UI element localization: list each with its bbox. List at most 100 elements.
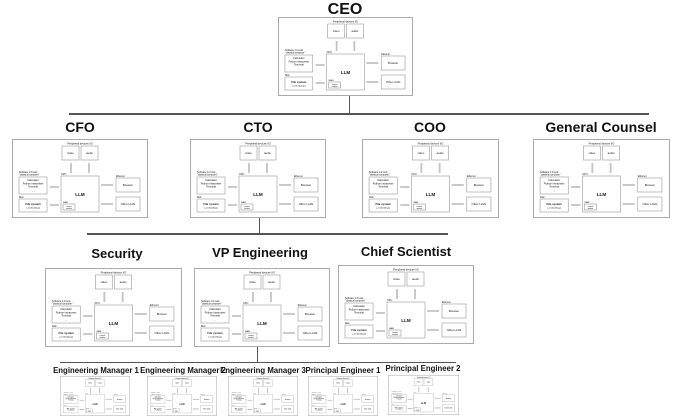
disk-label: Disk xyxy=(19,197,24,199)
calculator-label: Calculator xyxy=(293,56,305,60)
ram-box xyxy=(86,408,93,413)
file-system-label: File system xyxy=(351,328,367,332)
ram-box xyxy=(334,408,341,413)
file-system-box xyxy=(18,198,48,213)
embeddings-label: (+embeddings) xyxy=(547,208,561,210)
tools-box xyxy=(196,176,226,195)
tools-box xyxy=(368,176,398,195)
software-tools-label: Software 1.0 tools xyxy=(197,171,216,174)
browser-label: Browser xyxy=(446,398,452,400)
llm-label: LLM xyxy=(109,321,119,326)
embeddings-label: (+embeddings) xyxy=(292,85,306,87)
audio-box xyxy=(423,378,434,386)
terminal-label: Terminal xyxy=(354,311,364,315)
ellipsis-label: ... xyxy=(65,319,67,322)
window-label: window xyxy=(244,208,250,210)
context-label: context xyxy=(588,205,594,208)
disk-label: Disk xyxy=(232,405,235,407)
classical-computer-label: "classical computer" xyxy=(540,174,561,177)
python-label: Python interpreter xyxy=(201,181,222,185)
tools-box xyxy=(150,395,166,404)
node-title-ceo: CEO xyxy=(327,1,363,18)
classical-computer-label: "classical computer" xyxy=(201,303,222,306)
cpu-label: CPU xyxy=(253,393,256,395)
ethernet-label: Ethernet xyxy=(282,393,287,396)
browser-box xyxy=(637,177,663,193)
node-title-coo: COO xyxy=(414,119,446,135)
browser-label: Browser xyxy=(301,183,311,187)
ellipsis-label: ... xyxy=(398,401,400,403)
browser-label: Browser xyxy=(157,312,167,316)
browser-box xyxy=(200,395,214,403)
audio-label: audio xyxy=(120,280,127,284)
node-diagram-engineering-manager-1: Peripheral devices I/OvideoaudioCPULLMRA… xyxy=(60,376,130,416)
ram-label: RAM xyxy=(86,406,89,409)
ethernet-label: Ethernet xyxy=(116,175,125,178)
file-system-box xyxy=(196,198,226,213)
calculator-label: Calculator xyxy=(27,178,39,182)
software-tools-label: Software 1.0 tools xyxy=(285,49,304,52)
file-system-label: File system xyxy=(67,407,75,410)
python-label: Python interpreter xyxy=(23,181,44,185)
peripheral-label: Peripheral devices I/O xyxy=(175,377,188,380)
disk-label: Disk xyxy=(312,405,315,407)
classical-computer-label: "classical computer" xyxy=(345,300,366,303)
audio-label: audio xyxy=(98,383,102,385)
tools-box xyxy=(63,395,79,404)
peripheral-label: Peripheral devices I/O xyxy=(333,19,358,23)
terminal-label: Terminal xyxy=(294,63,304,67)
context-label: context xyxy=(332,83,338,86)
file-system-box xyxy=(231,406,247,414)
classical-computer-label: "classical computer" xyxy=(197,174,218,177)
embeddings-label: (+embeddings) xyxy=(59,337,73,339)
context-label: context xyxy=(175,408,179,411)
video-box xyxy=(333,379,343,387)
embeddings-label: (+embeddings) xyxy=(376,208,390,210)
audio-box xyxy=(258,145,277,161)
browser-box xyxy=(442,394,455,402)
window-label: window xyxy=(256,410,259,412)
ellipsis-label: ... xyxy=(553,190,555,193)
terminal-label: Terminal xyxy=(28,185,38,189)
file-system-box xyxy=(311,406,327,414)
ethernet-label: Ethernet xyxy=(362,393,367,396)
other-llms-box xyxy=(361,405,375,413)
video-label: video xyxy=(333,29,340,33)
ethernet-label: Ethernet xyxy=(467,175,476,178)
cpu-label: CPU xyxy=(411,173,416,176)
connector-tier1-bar xyxy=(69,113,649,115)
browser-box xyxy=(297,306,323,322)
llm-label: LLM xyxy=(597,192,607,197)
software-tools-label: Software 1.0 tools xyxy=(392,390,402,393)
calculator-label: Calculator xyxy=(316,395,323,398)
file-system-label: File system xyxy=(235,407,243,410)
llm-box xyxy=(242,304,282,342)
file-system-box xyxy=(150,406,166,414)
audio-label: audio xyxy=(346,383,350,385)
window-label: window xyxy=(332,86,338,88)
calculator-label: Calculator xyxy=(68,395,75,398)
ellipsis-label: ... xyxy=(382,190,384,193)
audio-box xyxy=(262,274,281,290)
video-box xyxy=(583,145,601,161)
file-system-box xyxy=(200,327,230,342)
video-label: video xyxy=(175,383,179,385)
browser-label: Browser xyxy=(305,312,315,316)
ram-box xyxy=(244,332,258,340)
browser-label: Browser xyxy=(365,398,371,401)
audio-box xyxy=(602,145,620,161)
other-llms-label: Other LLMs xyxy=(447,328,462,332)
ram-box xyxy=(584,203,597,211)
cpu-label: CPU xyxy=(85,393,88,395)
audio-label: audio xyxy=(352,29,359,33)
file-system-label: File system xyxy=(315,407,323,410)
classical-computer-label: "classical computer" xyxy=(64,392,75,395)
video-box xyxy=(327,23,345,39)
context-label: context xyxy=(416,407,420,410)
